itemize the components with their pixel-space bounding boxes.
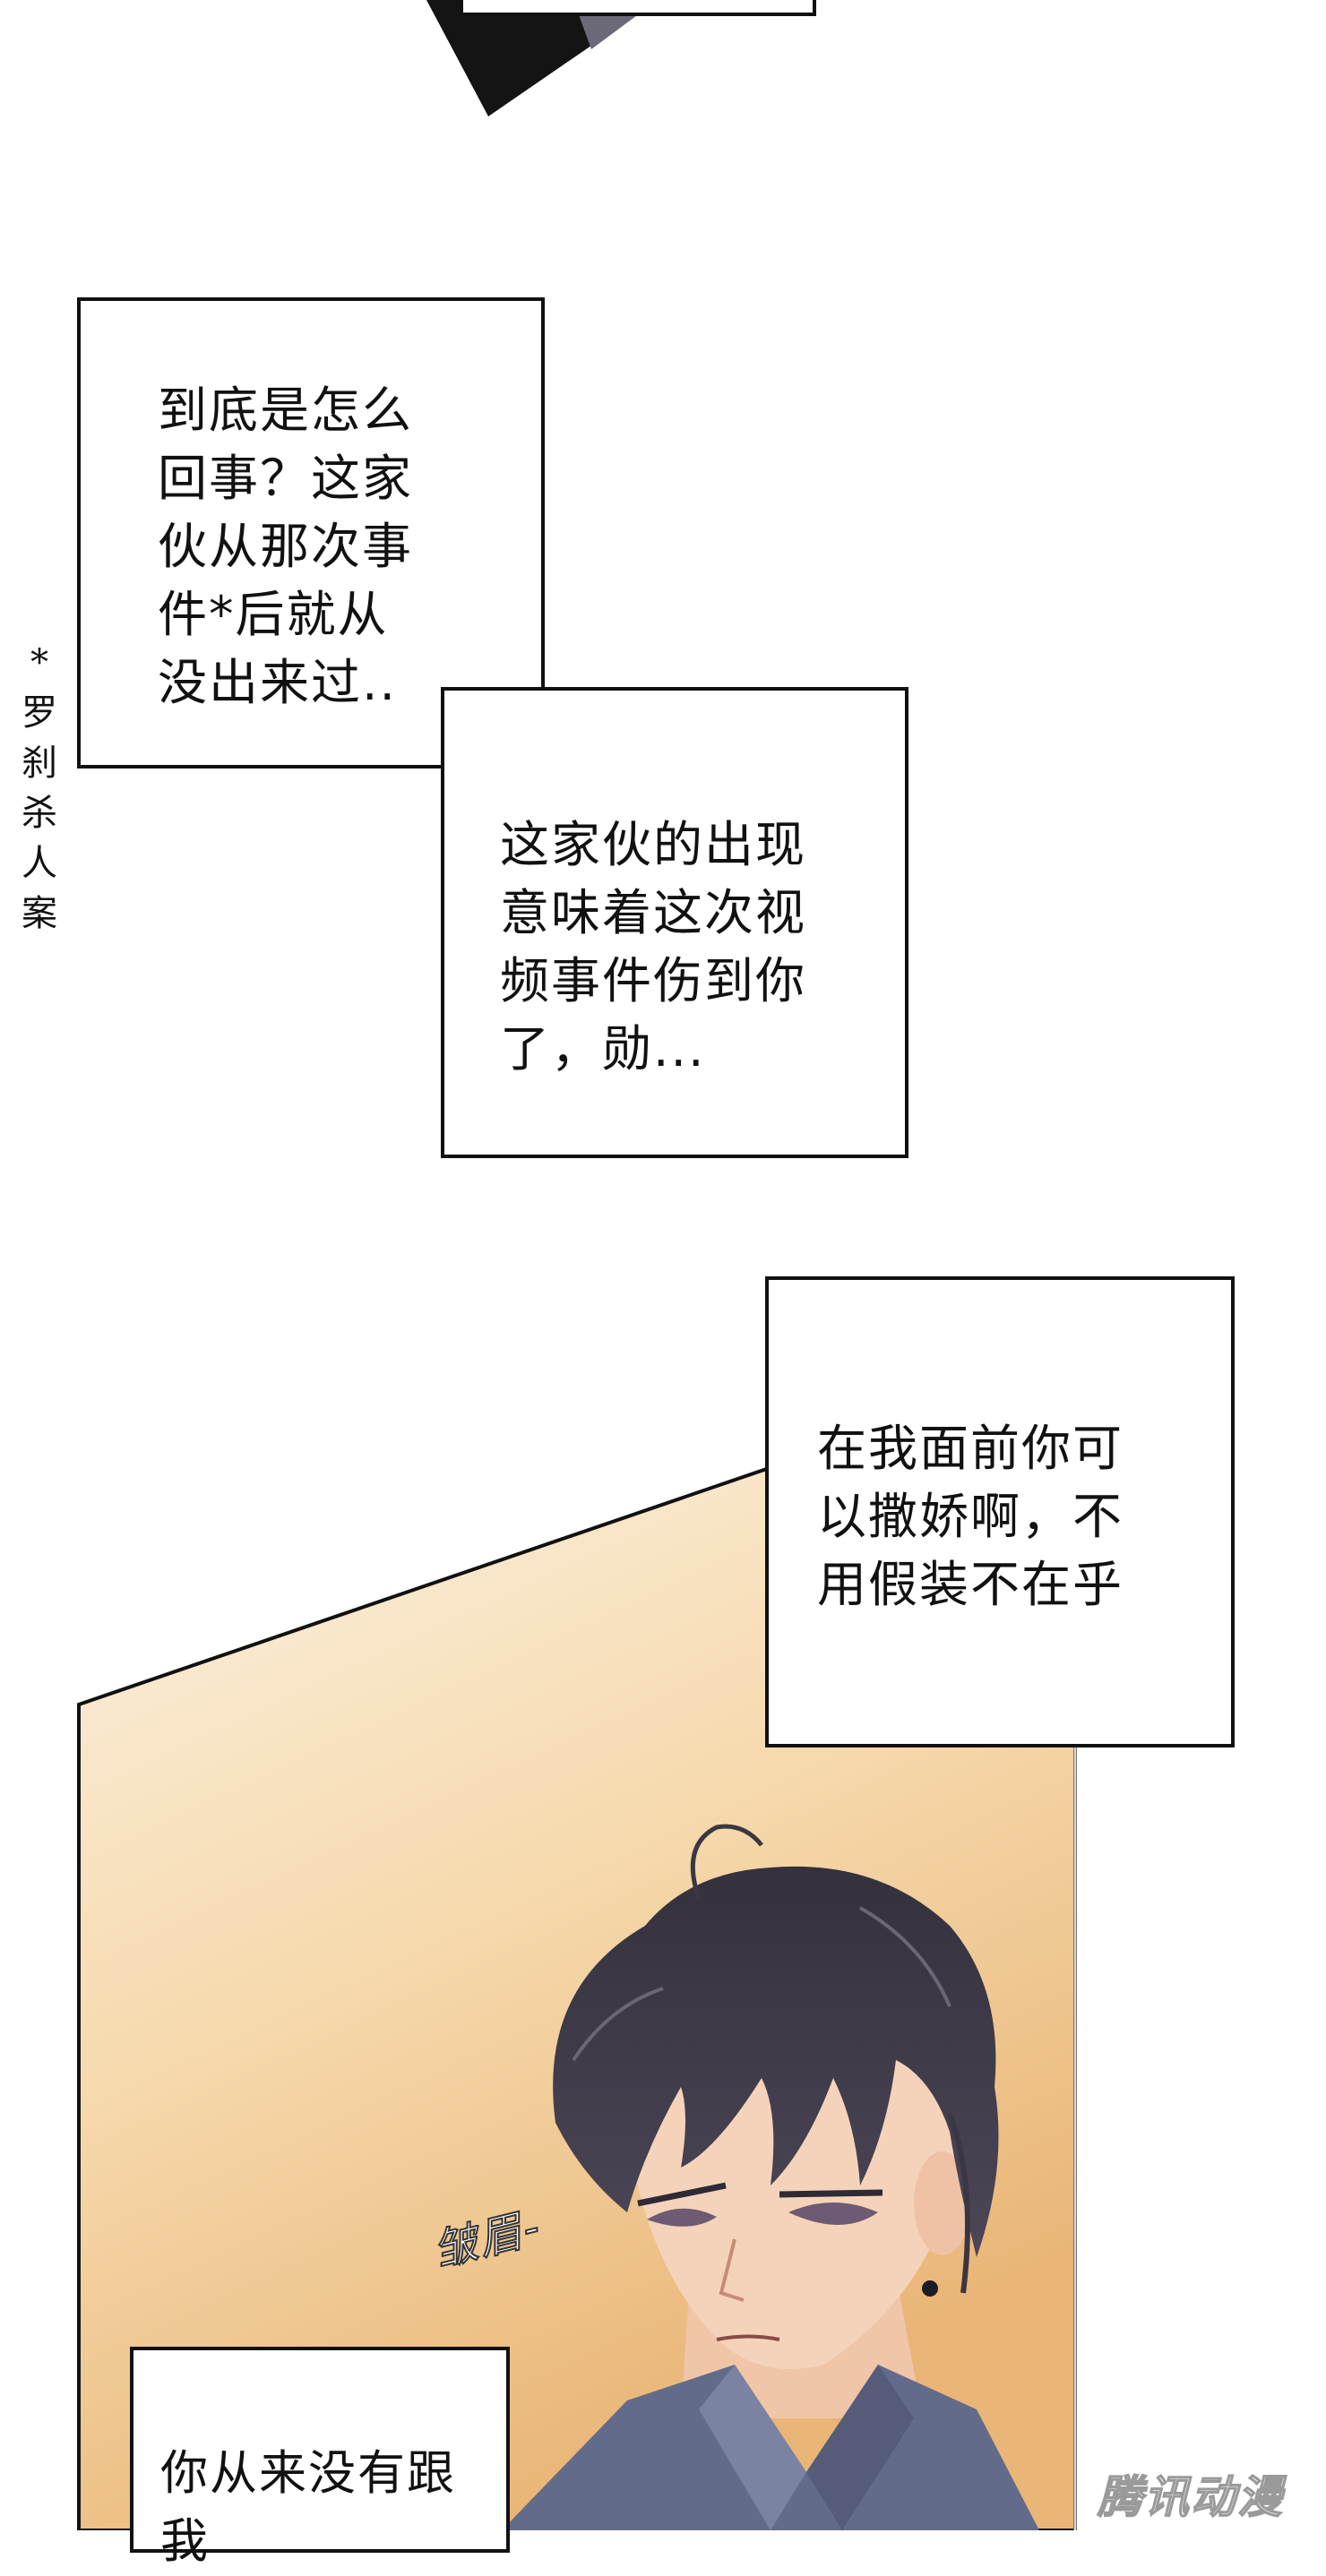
caption-box-1: 到底是怎么 回事？这家 伙从那次事 件*后就从 没出来过.. — [77, 297, 545, 769]
top-panel-remnant — [426, 0, 816, 116]
character-illustration — [502, 1824, 1039, 2530]
caption-box-4: 你从来没有跟 我 — [130, 2347, 510, 2569]
caption-box-3: 在我面前你可 以撒娇啊，不 用假装不在乎 — [765, 1276, 1235, 1747]
caption-box-2: 这家伙的出现 意味着这次视 频事件伤到你 了，勋... — [441, 687, 908, 1158]
footnote-vertical: * 罗 刹 杀 人 案 — [22, 642, 57, 934]
caption-text-4: 你从来没有跟 我 — [160, 2446, 456, 2569]
caption-text-1: 到底是怎么 回事？这家 伙从那次事 件*后就从 没出来过.. — [158, 382, 414, 711]
caption-text-2: 这家伙的出现 意味着这次视 频事件伤到你 了，勋... — [500, 816, 807, 1078]
publisher-watermark: 腾讯动漫 — [1097, 2470, 1284, 2524]
caption-text-3: 在我面前你可 以撒娇啊，不 用假装不在乎 — [817, 1420, 1124, 1613]
